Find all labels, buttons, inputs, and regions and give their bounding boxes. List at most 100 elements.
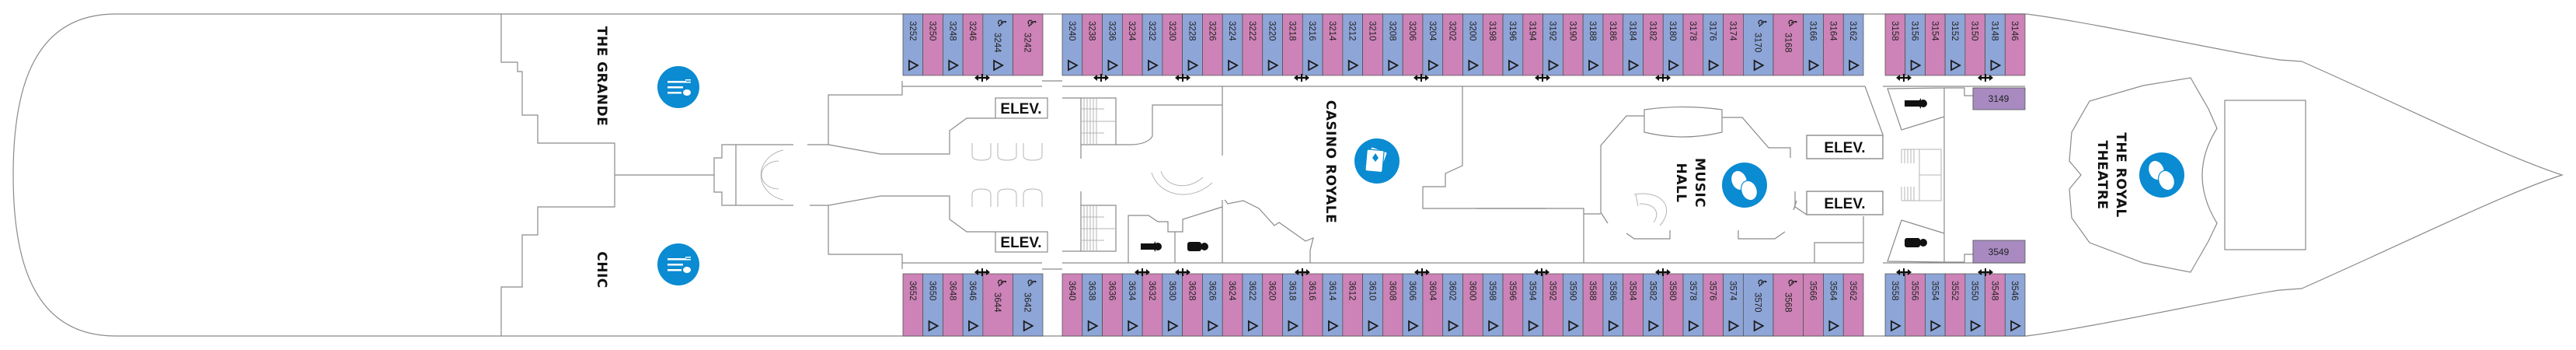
cabin-3234[interactable]: 3234 [1121,13,1143,76]
cabin-3566[interactable]: 3566 [1803,273,1824,337]
cabin-3222[interactable]: 3222 [1242,13,1264,76]
cabin-3190[interactable]: 3190 [1563,13,1584,76]
cabin-3154[interactable]: 3154 [1925,13,1946,76]
cabin-3648[interactable]: 3648 [943,273,964,337]
cabin-3196[interactable]: 3196 [1502,13,1524,76]
cabin-3552[interactable]: 3552 [1944,273,1966,337]
cabin-3636[interactable]: 3636 [1102,273,1123,337]
cabin-3586[interactable]: 3586 [1602,273,1624,337]
cabin-3562[interactable]: 3562 [1842,273,1864,337]
cabin-3216[interactable]: 3216 [1302,13,1323,76]
cabin-3204[interactable]: 3204 [1422,13,1444,76]
cabin-3232[interactable]: 3232 [1142,13,1163,76]
cabin-3206[interactable]: 3206 [1402,13,1424,76]
venue-the-royal-theatre[interactable]: THE ROYAL THEATRE [2094,132,2184,218]
cabin-3192[interactable]: 3192 [1542,13,1563,76]
cabin-3214[interactable]: 3214 [1322,13,1344,76]
cabin-3156[interactable]: 3156 [1905,13,1926,76]
cabin-3558[interactable]: 3558 [1884,273,1906,337]
cabin-3188[interactable]: 3188 [1582,13,1604,76]
cabin-3248[interactable]: 3248 [943,13,964,76]
cabin-3180[interactable]: 3180 [1662,13,1684,76]
cabin-3149[interactable]: 3149 [1972,87,2026,110]
cabin-3246[interactable]: 3246 [962,13,984,76]
cabin-3212[interactable]: 3212 [1342,13,1363,76]
venue-music-hall[interactable]: MUSIC HALL [1673,158,1767,208]
cabin-3590[interactable]: 3590 [1563,273,1584,337]
cabin-3582[interactable]: 3582 [1643,273,1664,337]
cabin-3608[interactable]: 3608 [1382,273,1403,337]
cabin-3174[interactable]: 3174 [1723,13,1744,76]
cabin-3150[interactable]: 3150 [1964,13,1985,76]
venue-casino-royale[interactable]: CASINO ROYALE [1323,100,1400,224]
cabin-3644[interactable]: ♿3644 [982,273,1013,337]
cabin-3606[interactable]: 3606 [1402,273,1424,337]
cabin-3226[interactable]: 3226 [1202,13,1223,76]
cabin-3252[interactable]: 3252 [902,13,924,76]
cabin-3242[interactable]: ♿3242 [1013,13,1044,76]
elevator-aft-top[interactable]: ELEV. [995,97,1048,119]
cabin-3238[interactable]: 3238 [1082,13,1103,76]
cabin-3638[interactable]: 3638 [1082,273,1103,337]
cabin-3208[interactable]: 3208 [1382,13,1403,76]
venue-the-grande[interactable]: THE GRANDE [594,26,699,127]
cabin-3568[interactable]: ♿3568 [1773,273,1804,337]
cabin-3170[interactable]: ♿3170 [1743,13,1774,76]
cabin-3650[interactable]: 3650 [922,273,943,337]
venue-chic[interactable]: CHIC [594,243,699,289]
cabin-3184[interactable]: 3184 [1623,13,1644,76]
cabin-3634[interactable]: 3634 [1121,273,1143,337]
cabin-3228[interactable]: 3228 [1182,13,1203,76]
cabin-3224[interactable]: 3224 [1222,13,1243,76]
cabin-3146[interactable]: 3146 [2004,13,2026,76]
cabin-3218[interactable]: 3218 [1282,13,1303,76]
cabin-3588[interactable]: 3588 [1582,273,1604,337]
cabin-3622[interactable]: 3622 [1242,273,1264,337]
cabin-3620[interactable]: 3620 [1262,273,1283,337]
cabin-3549[interactable]: 3549 [1972,240,2026,264]
cabin-3182[interactable]: 3182 [1643,13,1664,76]
cabin-3548[interactable]: 3548 [1985,273,2006,337]
cabin-3550[interactable]: 3550 [1964,273,1985,337]
cabin-3546[interactable]: 3546 [2004,273,2026,337]
elevator-fwd-top[interactable]: ELEV. [1806,135,1884,159]
cabin-3186[interactable]: 3186 [1602,13,1624,76]
cabin-3616[interactable]: 3616 [1302,273,1323,337]
cabin-3194[interactable]: 3194 [1522,13,1543,76]
cabin-3584[interactable]: 3584 [1623,273,1644,337]
cabin-3148[interactable]: 3148 [1985,13,2006,76]
cabin-3602[interactable]: 3602 [1442,273,1463,337]
cabin-3640[interactable]: 3640 [1061,273,1083,337]
cabin-3576[interactable]: 3576 [1703,273,1724,337]
cabin-3626[interactable]: 3626 [1202,273,1223,337]
cabin-3202[interactable]: 3202 [1442,13,1463,76]
elevator-aft-bottom[interactable]: ELEV. [995,231,1048,253]
cabin-3556[interactable]: 3556 [1905,273,1926,337]
cabin-3598[interactable]: 3598 [1482,273,1504,337]
cabin-3630[interactable]: 3630 [1162,273,1183,337]
cabin-3178[interactable]: 3178 [1682,13,1704,76]
cabin-3176[interactable]: 3176 [1703,13,1724,76]
cabin-3628[interactable]: 3628 [1182,273,1203,337]
cabin-3604[interactable]: 3604 [1422,273,1444,337]
cabin-3166[interactable]: 3166 [1803,13,1824,76]
cabin-3612[interactable]: 3612 [1342,273,1363,337]
cabin-3592[interactable]: 3592 [1542,273,1563,337]
cabin-3570[interactable]: ♿3570 [1743,273,1774,337]
cabin-3578[interactable]: 3578 [1682,273,1704,337]
cabin-3594[interactable]: 3594 [1522,273,1543,337]
cabin-3574[interactable]: 3574 [1723,273,1744,337]
cabin-3596[interactable]: 3596 [1502,273,1524,337]
cabin-3652[interactable]: 3652 [902,273,924,337]
cabin-3210[interactable]: 3210 [1362,13,1383,76]
cabin-3624[interactable]: 3624 [1222,273,1243,337]
cabin-3158[interactable]: 3158 [1884,13,1906,76]
cabin-3580[interactable]: 3580 [1662,273,1684,337]
cabin-3610[interactable]: 3610 [1362,273,1383,337]
cabin-3618[interactable]: 3618 [1282,273,1303,337]
cabin-3642[interactable]: ♿3642 [1013,273,1044,337]
cabin-3220[interactable]: 3220 [1262,13,1283,76]
cabin-3250[interactable]: 3250 [922,13,943,76]
elevator-fwd-bottom[interactable]: ELEV. [1806,191,1884,215]
cabin-3162[interactable]: 3162 [1842,13,1864,76]
